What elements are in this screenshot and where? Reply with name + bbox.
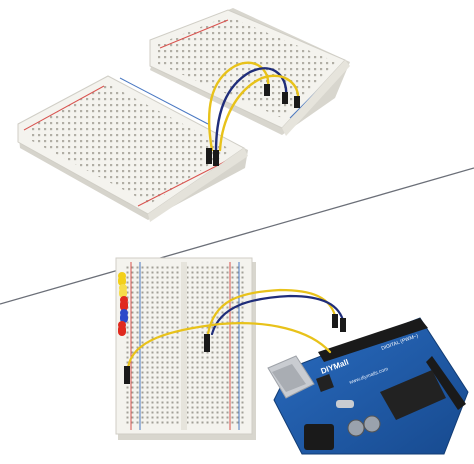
led-yellow bbox=[119, 284, 127, 298]
rail-red-line bbox=[159, 19, 229, 49]
arduino-board: DIYMall www.diymalls.com DIGITAL (PWM~) bbox=[267, 317, 469, 455]
usb-port bbox=[267, 355, 315, 399]
led-column bbox=[118, 272, 128, 336]
jumper-pins-top bbox=[206, 84, 300, 166]
section-divider bbox=[0, 167, 474, 305]
analog-pin-header bbox=[426, 356, 466, 410]
microcontroller-chip bbox=[380, 370, 446, 420]
rail-red-line bbox=[23, 85, 105, 131]
led-blue bbox=[120, 309, 128, 323]
breadboard-top-left bbox=[17, 75, 248, 222]
jumper-wires-top bbox=[207, 61, 300, 154]
jumper-pins-bottom bbox=[124, 314, 346, 384]
usb-chip bbox=[316, 374, 334, 392]
jumper-wires-bottom bbox=[126, 288, 346, 370]
led-yellow bbox=[118, 272, 126, 286]
breadboard-bottom bbox=[115, 257, 256, 440]
capacitor bbox=[347, 419, 365, 437]
led-red bbox=[120, 296, 128, 311]
rail-red-line bbox=[137, 155, 237, 207]
crystal bbox=[336, 400, 354, 408]
rail-blue-line bbox=[119, 77, 209, 125]
led-red bbox=[118, 321, 126, 336]
capacitor bbox=[363, 415, 381, 433]
digital-pin-header bbox=[318, 318, 428, 362]
power-jack bbox=[304, 424, 334, 450]
